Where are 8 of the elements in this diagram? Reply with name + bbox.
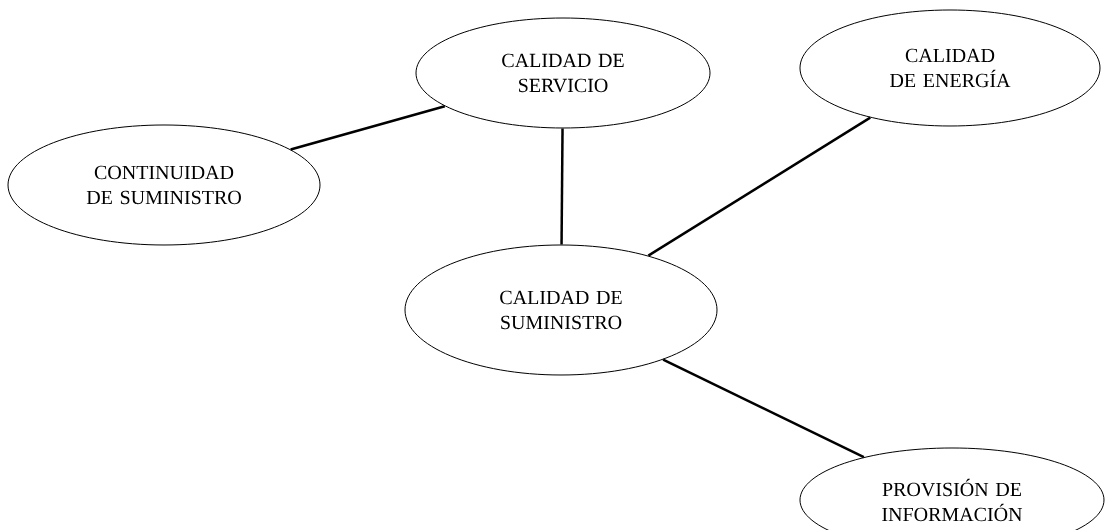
ellipse-node: CALIDAD DE SUMINISTRO	[404, 244, 718, 376]
ellipse-node: CALIDAD DE SERVICIO	[415, 17, 711, 129]
ellipse-node: CALIDAD DE ENERGÍA	[799, 9, 1101, 127]
ellipse-node: CONTINUIDAD DE SUMINISTRO	[7, 124, 321, 246]
connector-line	[560, 128, 564, 245]
connector-line	[290, 104, 446, 151]
connector-line	[647, 116, 871, 257]
connector-line	[662, 358, 865, 459]
